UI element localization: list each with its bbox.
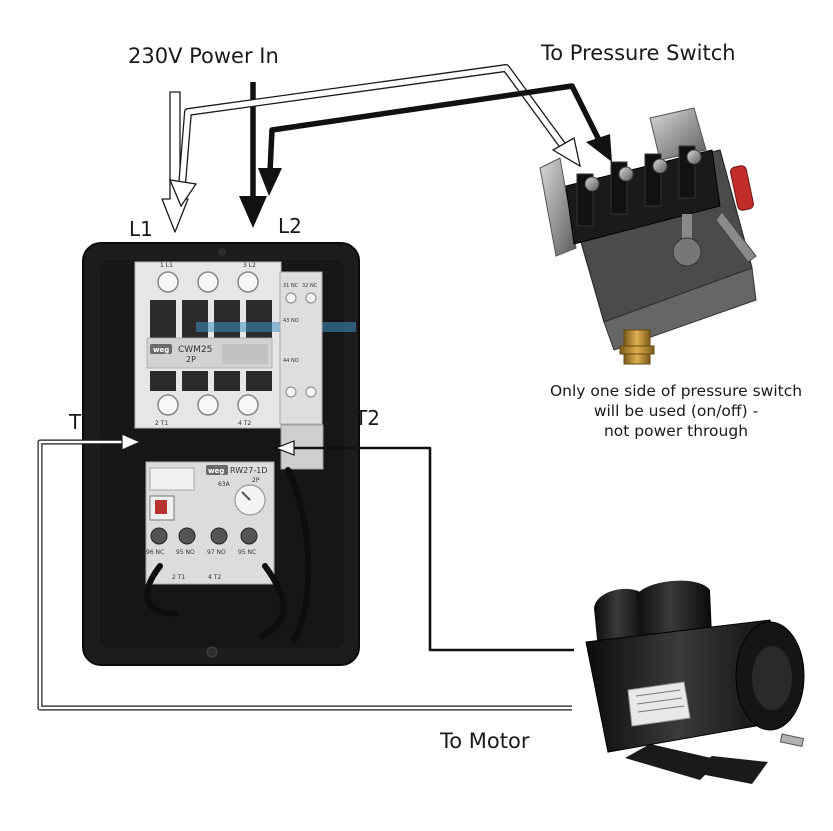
terminal-label-t1: T1 xyxy=(69,410,94,434)
pressure-switch xyxy=(539,107,757,365)
overload-poles: 2P xyxy=(252,477,260,484)
aux-contact-32: 32 NC xyxy=(302,283,318,289)
terminal-label-l2: L2 xyxy=(278,214,302,238)
overload-contact-95no: 95 NO xyxy=(176,549,195,556)
terminal-screw-l2-top xyxy=(237,271,259,293)
terminal-screw-mid-top xyxy=(197,271,219,293)
contactor-term-label-t2: 4 T2 xyxy=(238,420,251,427)
overload-rating: 63A xyxy=(218,481,231,488)
motor-shaft xyxy=(779,733,805,747)
aux-contact-31: 31 NC xyxy=(283,283,299,289)
l1-to-pressure-switch-wire xyxy=(168,64,581,208)
motor-nameplate xyxy=(627,681,691,727)
contactor-model: CWM25 xyxy=(178,345,212,355)
pressure-switch-lever xyxy=(715,211,757,263)
note-line-3: not power through xyxy=(603,422,749,440)
terminal-screw-t2 xyxy=(237,394,259,416)
note-line-1: Only one side of pressure switch xyxy=(549,382,803,400)
note-line-2: will be used (on/off) - xyxy=(593,402,759,420)
motor-output-cables xyxy=(144,467,312,643)
overload-term-t2: 4 T2 xyxy=(208,574,221,581)
terminal-screw-mid-bottom xyxy=(197,394,219,416)
terminal-screw-t1 xyxy=(157,394,179,416)
aux-contact-44: 44 NO xyxy=(283,358,299,364)
motor-label: To Motor xyxy=(440,729,530,753)
terminal-label-l1: L1 xyxy=(129,217,153,241)
pressure-switch-to-l2-wire xyxy=(258,83,612,196)
contactor-term-label-l1: 1 L1 xyxy=(160,262,173,269)
overload-contact-97no: 97 NO xyxy=(207,549,226,556)
overload-brand-logo: weg xyxy=(208,467,224,475)
overload-relay: weg RW27-1D 2P 63A 96 NC 95 NO 97 NO 95 … xyxy=(145,461,275,585)
contactor-brand-logo: weg xyxy=(153,346,169,354)
electric-motor xyxy=(585,580,805,784)
contactor-term-label-t1: 2 T1 xyxy=(155,420,168,427)
aux-contact-43: 43 NO xyxy=(283,318,299,324)
auxiliary-contact-block: 31 NC 32 NC 43 NO 44 NO xyxy=(279,271,324,470)
t2-to-motor-wire xyxy=(274,440,574,652)
pressure-switch-note: Only one side of pressure switch will be… xyxy=(528,381,824,441)
contactor-term-label-l2: 3 L2 xyxy=(243,262,256,269)
l1-supply-wire xyxy=(161,91,189,233)
power-in-label: 230V Power In xyxy=(128,44,279,68)
overload-model: RW27-1D xyxy=(230,466,267,475)
terminal-screw-l1-top xyxy=(157,271,179,293)
contactor-poles: 2P xyxy=(186,355,196,364)
pressure-switch-label: To Pressure Switch xyxy=(541,41,736,65)
overload-contact-95nc: 95 NC xyxy=(238,549,256,556)
overload-contact-96nc: 96 NC xyxy=(146,549,164,556)
contactor: 1 L1 3 L2 weg CWM25 2P 2 T1 4 T2 xyxy=(134,261,356,429)
overload-term-t1: 2 T1 xyxy=(172,574,185,581)
terminal-label-t2: T2 xyxy=(355,406,380,430)
t1-to-motor-wire xyxy=(37,433,572,711)
